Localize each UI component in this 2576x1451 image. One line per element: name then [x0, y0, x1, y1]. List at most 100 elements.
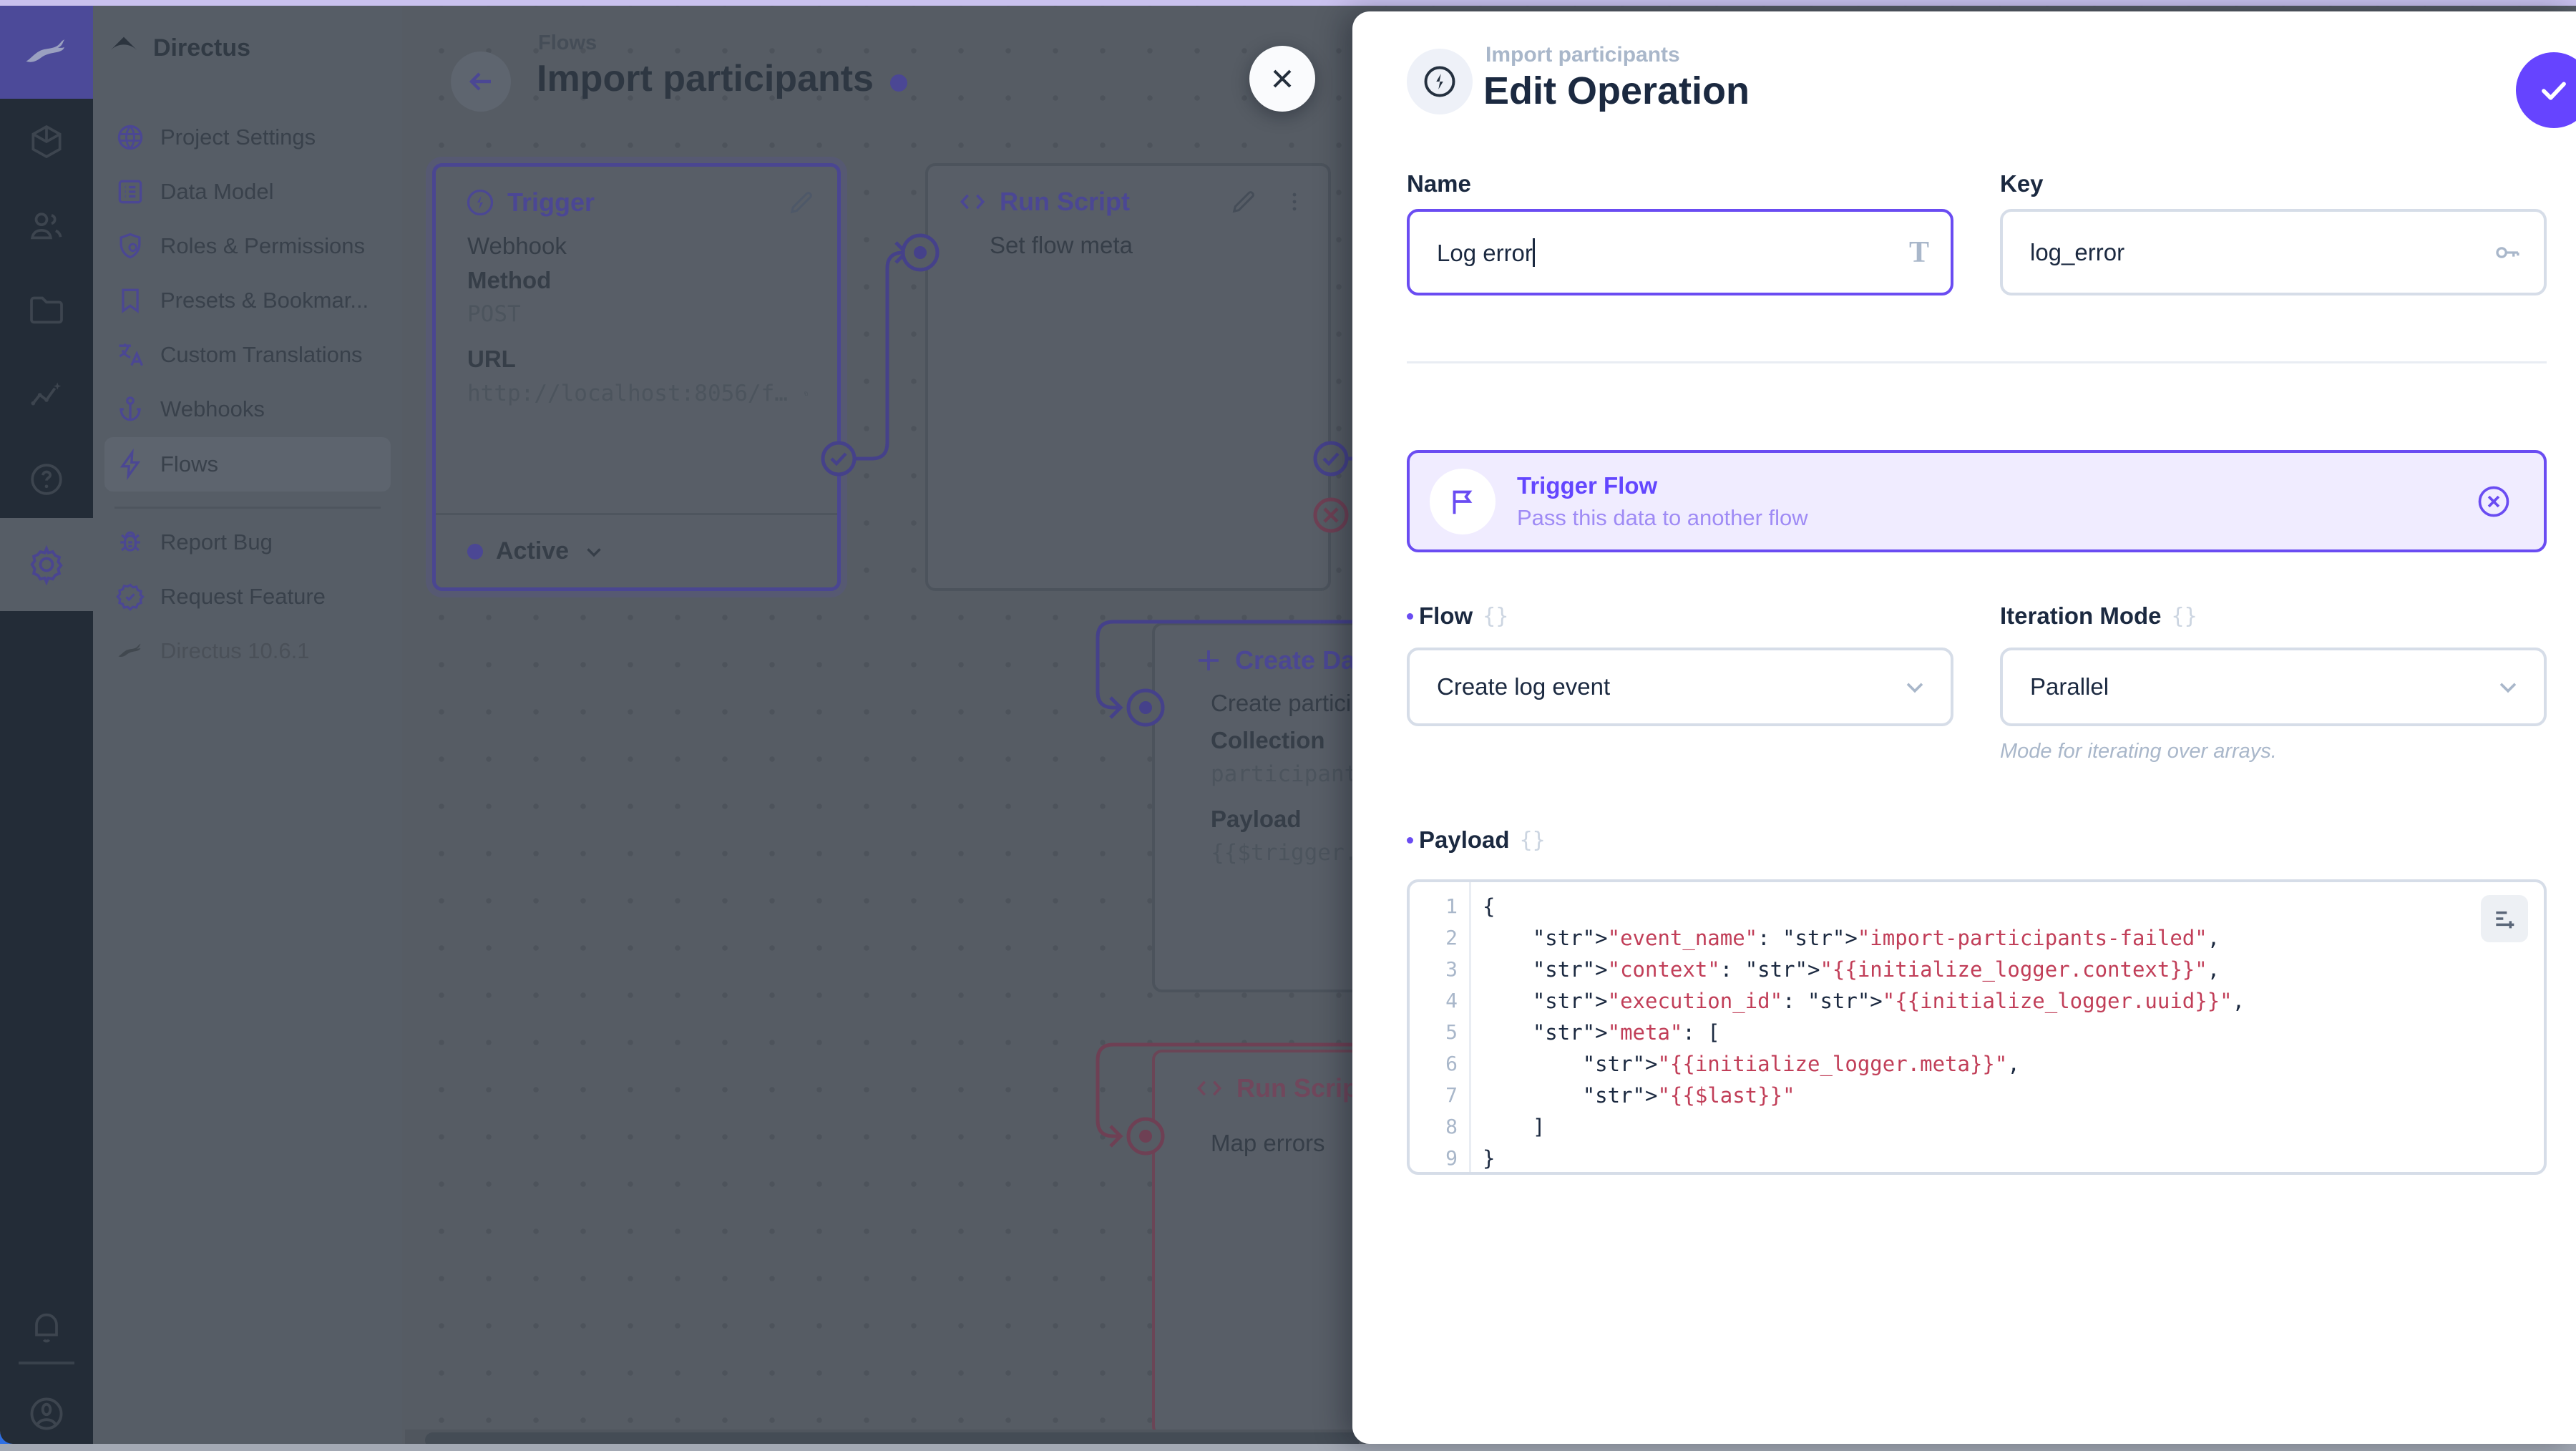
project-header[interactable]: Directus — [107, 31, 250, 64]
module-help-button[interactable] — [0, 436, 93, 522]
flag-icon — [1453, 490, 1473, 514]
close-drawer-button[interactable] — [1249, 46, 1315, 112]
gear-icon — [30, 544, 63, 585]
folder-icon — [30, 296, 63, 324]
key-input[interactable]: log_error — [2000, 209, 2547, 295]
banner-title: Trigger Flow — [1517, 472, 1658, 499]
directus-logo[interactable] — [0, 6, 93, 99]
sidebar: Directus Project Settings Data Model — [93, 6, 402, 1444]
trigger-type: Webhook — [467, 233, 567, 259]
rabbit-logo-icon — [26, 39, 65, 62]
back-button[interactable] — [451, 52, 511, 112]
flow-select[interactable]: Create log event — [1407, 648, 1953, 726]
plus-icon — [1199, 650, 1219, 670]
iteration-mode-select[interactable]: Parallel — [2000, 648, 2547, 726]
iteration-value: Parallel — [2030, 673, 2109, 700]
flow-label: Flow {} — [1407, 602, 1508, 630]
check-icon — [2542, 82, 2566, 100]
drawer-breadcrumb[interactable]: Import participants — [1485, 43, 1680, 67]
sidebar-item-report-bug[interactable]: Report Bug — [104, 515, 391, 570]
code-line: "str">"meta": [ — [1532, 1020, 1720, 1045]
title-format-icon[interactable]: T — [1908, 235, 1929, 269]
key-icon — [2496, 246, 2519, 258]
code-area[interactable]: { "str">"event_name": "str">"import-part… — [1471, 882, 2544, 1172]
raw-value-icon[interactable]: {} — [1519, 827, 1546, 853]
badge-check-icon — [116, 583, 145, 611]
edit-pencil-icon[interactable] — [1229, 187, 1258, 216]
format-code-button[interactable] — [2481, 895, 2528, 942]
insights-icon — [31, 382, 62, 406]
bookmark-icon — [122, 288, 139, 313]
sidebar-item-data-model[interactable]: Data Model — [104, 165, 391, 219]
breadcrumb[interactable]: Flows — [538, 31, 597, 54]
code-line: { — [1483, 894, 1496, 919]
sidebar-divider — [114, 507, 381, 509]
code-line: "str">"execution_id": "str">"{{initializ… — [1532, 989, 2245, 1013]
sidebar-item-custom-translations[interactable]: Custom Translations — [104, 328, 391, 382]
chevron-down-icon — [587, 547, 601, 557]
sidebar-item-flows[interactable]: Flows — [104, 437, 391, 492]
key-label: Key — [2000, 170, 2044, 197]
module-settings-button[interactable] — [0, 518, 93, 611]
sidebar-item-request-feature[interactable]: Request Feature — [104, 570, 391, 624]
required-dot — [1407, 836, 1413, 844]
bolt-circle-icon — [1424, 66, 1455, 97]
sidebar-item-webhooks[interactable]: Webhooks — [104, 382, 391, 436]
sidebar-item-presets-bookmarks[interactable]: Presets & Bookmar... — [104, 273, 391, 328]
edit-pencil-icon[interactable] — [787, 188, 816, 217]
module-insights-button[interactable] — [0, 352, 93, 438]
operation-name: Map errors — [1211, 1130, 1325, 1156]
module-bar — [0, 6, 93, 1444]
kebab-menu-icon[interactable] — [1282, 190, 1307, 214]
key-value: log_error — [2030, 238, 2125, 265]
trigger-status-toggle[interactable]: Active — [436, 513, 837, 587]
module-content-button[interactable] — [0, 99, 93, 185]
operation-name: Set flow meta — [990, 232, 1133, 258]
bug-icon — [120, 531, 140, 552]
name-value: Log error — [1437, 239, 1533, 266]
sidebar-item-label: Data Model — [160, 179, 274, 204]
user-avatar[interactable] — [0, 1371, 93, 1444]
trigger-flow-banner[interactable]: Trigger Flow Pass this data to another f… — [1407, 450, 2547, 552]
code-line: } — [1483, 1146, 1496, 1171]
save-button[interactable] — [2516, 52, 2576, 128]
canvas-scrollbar[interactable] — [405, 1430, 1360, 1444]
code-icon — [1196, 1080, 1222, 1096]
scrollbar-thumb[interactable] — [425, 1432, 1360, 1444]
name-input[interactable]: Log error T — [1407, 209, 1953, 295]
banner-subtitle: Pass this data to another flow — [1517, 504, 1808, 530]
module-users-button[interactable] — [0, 183, 93, 269]
remove-panel-icon[interactable] — [2475, 483, 2512, 520]
panel-title: Run Script — [1000, 187, 1131, 216]
sidebar-item-project-settings[interactable]: Project Settings — [104, 110, 391, 165]
bolt-icon — [119, 449, 141, 480]
flow-value: Create log event — [1437, 673, 1611, 700]
people-icon — [30, 212, 62, 240]
help-icon — [31, 464, 62, 495]
chevron-down-icon — [1906, 683, 1923, 693]
method-label: Method — [467, 267, 552, 293]
trigger-panel[interactable]: Trigger Webhook Method POST URL http://l… — [432, 163, 841, 591]
notifications-button[interactable] — [0, 1284, 93, 1369]
avatar-icon — [30, 1397, 63, 1430]
format-lines-icon — [2496, 911, 2514, 929]
collection-value: participants — [1211, 761, 1371, 787]
module-files-button[interactable] — [0, 268, 93, 353]
project-logo-icon — [110, 36, 137, 50]
raw-value-icon[interactable]: {} — [1483, 603, 1509, 629]
iteration-mode-label: Iteration Mode {} — [2000, 602, 2197, 629]
run-script-panel[interactable]: Run Script Set flow meta — [925, 163, 1331, 591]
drawer-title: Edit Operation — [1483, 69, 1750, 112]
code-line: ] — [1483, 1115, 1546, 1139]
bell-icon — [35, 1313, 58, 1343]
method-value: POST — [467, 301, 521, 327]
sidebar-item-label: Roles & Permissions — [160, 233, 365, 258]
status-label: Active — [496, 537, 570, 565]
payload-label: Payload {} — [1407, 826, 1546, 854]
raw-value-icon[interactable]: {} — [2171, 603, 2197, 629]
sidebar-item-roles-permissions[interactable]: Roles & Permissions — [104, 219, 391, 273]
sidebar-item-label: Report Bug — [160, 529, 273, 554]
copy-icon[interactable] — [804, 380, 809, 407]
